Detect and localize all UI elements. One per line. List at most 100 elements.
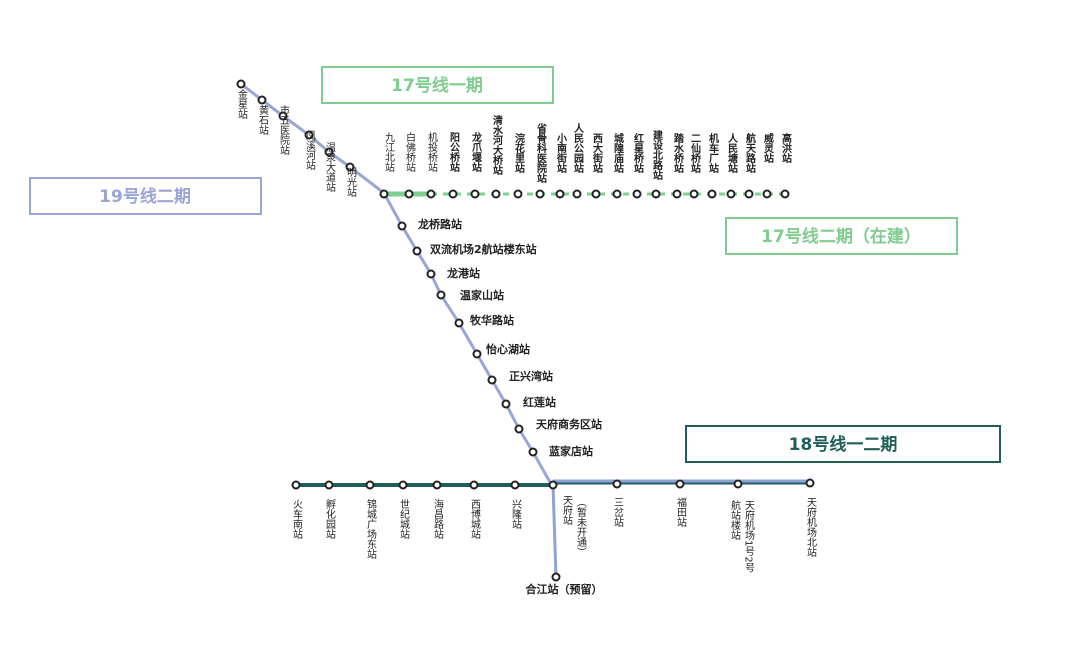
station-label: 红莲站 — [523, 395, 556, 409]
station-label: 威灵站 — [762, 132, 774, 164]
station-label: 凤溪河站 — [304, 130, 316, 171]
title-line19-phase2-text: 19号线二期 — [99, 186, 191, 207]
station-sancha[interactable] — [612, 479, 622, 489]
station-jinxing[interactable] — [236, 79, 246, 89]
station-zhengxingwan[interactable] — [487, 375, 497, 385]
station-jitouqiao[interactable] — [426, 189, 436, 199]
station-longqiaolu[interactable] — [397, 221, 407, 231]
station-label: 九江北站 — [383, 132, 395, 173]
station-label: 建设北路站 — [651, 129, 664, 181]
station-label: 世纪城站 — [398, 499, 410, 540]
station-label: 高洪站 — [780, 132, 792, 164]
station-label: 机投桥站 — [426, 131, 438, 173]
station-label: 福田站 — [675, 496, 687, 528]
station-label: 航天路站 — [744, 132, 756, 174]
station-label: 明光站 — [345, 167, 357, 198]
station-huochenan[interactable] — [291, 480, 301, 490]
station-hangzhanlou[interactable] — [733, 479, 743, 489]
station-hangtianlu[interactable] — [744, 189, 754, 199]
title-line18-phase2: 18号线一二期 — [685, 425, 1001, 463]
station-futian[interactable] — [675, 479, 685, 489]
station-hejiang[interactable] — [551, 572, 561, 582]
station-label: 正兴湾站 — [509, 369, 553, 383]
station-jichechang[interactable] — [707, 189, 717, 199]
station-label: 人民公园站 — [572, 122, 584, 174]
station-tianfujichangbei[interactable] — [805, 478, 815, 488]
station-shuangliu-t2-east[interactable] — [412, 246, 422, 256]
station-mingguang[interactable] — [345, 162, 355, 172]
station-fuhuayuan[interactable] — [324, 480, 334, 490]
station-gaohong[interactable] — [780, 189, 790, 199]
station-yixinhu[interactable] — [472, 349, 482, 359]
station-jianshebeilu[interactable] — [651, 189, 661, 199]
station-longzhuayan[interactable] — [470, 189, 480, 199]
station-jinchengguangchangdong[interactable] — [365, 480, 375, 490]
line17-stations: 九江北站 白佛桥站 机投桥站 阳公桥站 龙爪堰站 清水河大桥站 浣花里站 省骨科… — [379, 114, 792, 199]
station-tianfu-cbd[interactable] — [514, 424, 524, 434]
station-hongxingqiao[interactable] — [632, 189, 642, 199]
station-label: 兴隆站 — [510, 499, 522, 530]
title-line17-phase2: 17号线二期（在建） — [725, 217, 958, 255]
station-baifoqiao[interactable] — [404, 189, 414, 199]
station-tashuiqiao[interactable] — [672, 189, 682, 199]
station-chenghuangmiao[interactable] — [612, 189, 622, 199]
station-longgang[interactable] — [426, 269, 436, 279]
title-line17-phase2-text: 17号线二期（在建） — [761, 226, 921, 247]
station-jiujiangbei[interactable] — [379, 189, 389, 199]
station-label: 清水河大桥站 — [491, 114, 504, 176]
station-xiaonanjie[interactable] — [555, 189, 565, 199]
station-erxianqiao[interactable] — [689, 189, 699, 199]
station-label: 怡心湖站 — [486, 342, 530, 356]
station-qingshuihedaqiao[interactable] — [491, 189, 501, 199]
station-shiwuyiyuan[interactable] — [278, 111, 288, 121]
station-tianfu[interactable] — [548, 480, 558, 490]
station-wenjiashan[interactable] — [436, 290, 446, 300]
station-label: 龙桥路站 — [417, 217, 462, 231]
station-label: 西大街站 — [591, 133, 604, 174]
station-note-not-open: （暂未开通） — [575, 497, 587, 557]
line19-south-track — [382, 192, 553, 485]
station-xidajie[interactable] — [591, 189, 601, 199]
station-xinglong[interactable] — [510, 480, 520, 490]
station-label: 牧华路站 — [470, 313, 514, 327]
station-label: 天府机场1号2号 — [743, 500, 755, 574]
station-label: 温家山站 — [460, 288, 504, 302]
station-weiling[interactable] — [762, 189, 772, 199]
station-label: 浣花里站 — [513, 132, 525, 174]
line19-south-stations: 龙桥路站 双流机场2航站楼东站 龙港站 温家山站 牧华路站 怡心湖站 正兴湾站 … — [397, 217, 602, 458]
station-label: 温泉大道站 — [324, 142, 336, 193]
station-label: 火车南站 — [291, 499, 303, 540]
station-huangshi[interactable] — [257, 95, 267, 105]
station-label: 小南街站 — [555, 132, 568, 174]
station-label: 金星站 — [236, 88, 248, 120]
station-label: 城隍庙站 — [612, 132, 624, 174]
station-label: 合江站（预留） — [526, 582, 603, 596]
station-fengxihe[interactable] — [304, 130, 314, 140]
station-label: 二仙桥站 — [689, 133, 701, 174]
station-wenquandadao[interactable] — [324, 147, 334, 157]
station-label: 天府商务区站 — [536, 417, 602, 431]
station-label: 海昌路站 — [432, 498, 444, 540]
station-label: 西博城站 — [469, 499, 481, 540]
station-label: 蓝家店站 — [549, 444, 593, 458]
station-yanggongqiao[interactable] — [448, 189, 458, 199]
station-label: 天府站 — [561, 495, 573, 526]
station-shengguke[interactable] — [535, 189, 545, 199]
station-renmintang[interactable] — [726, 189, 736, 199]
station-label: 白佛桥站 — [404, 131, 416, 173]
title-line17-phase1-text: 17号线一期 — [391, 75, 483, 96]
station-xibocheng[interactable] — [469, 480, 479, 490]
station-muhualu[interactable] — [454, 318, 464, 328]
station-honglian[interactable] — [501, 399, 511, 409]
station-label: 航站楼站 — [729, 499, 741, 541]
station-huanhuali[interactable] — [513, 189, 523, 199]
station-label: 省骨科医院站 — [535, 122, 548, 184]
station-lanjiadian[interactable] — [528, 447, 538, 457]
station-shijicheng[interactable] — [398, 480, 408, 490]
station-label: 黄石站 — [257, 104, 269, 136]
station-label: 红星桥站 — [632, 132, 644, 174]
title-line18-phase2-text: 18号线一二期 — [789, 434, 898, 455]
station-haichanglu[interactable] — [432, 480, 442, 490]
station-renmingongyuan[interactable] — [572, 189, 582, 199]
